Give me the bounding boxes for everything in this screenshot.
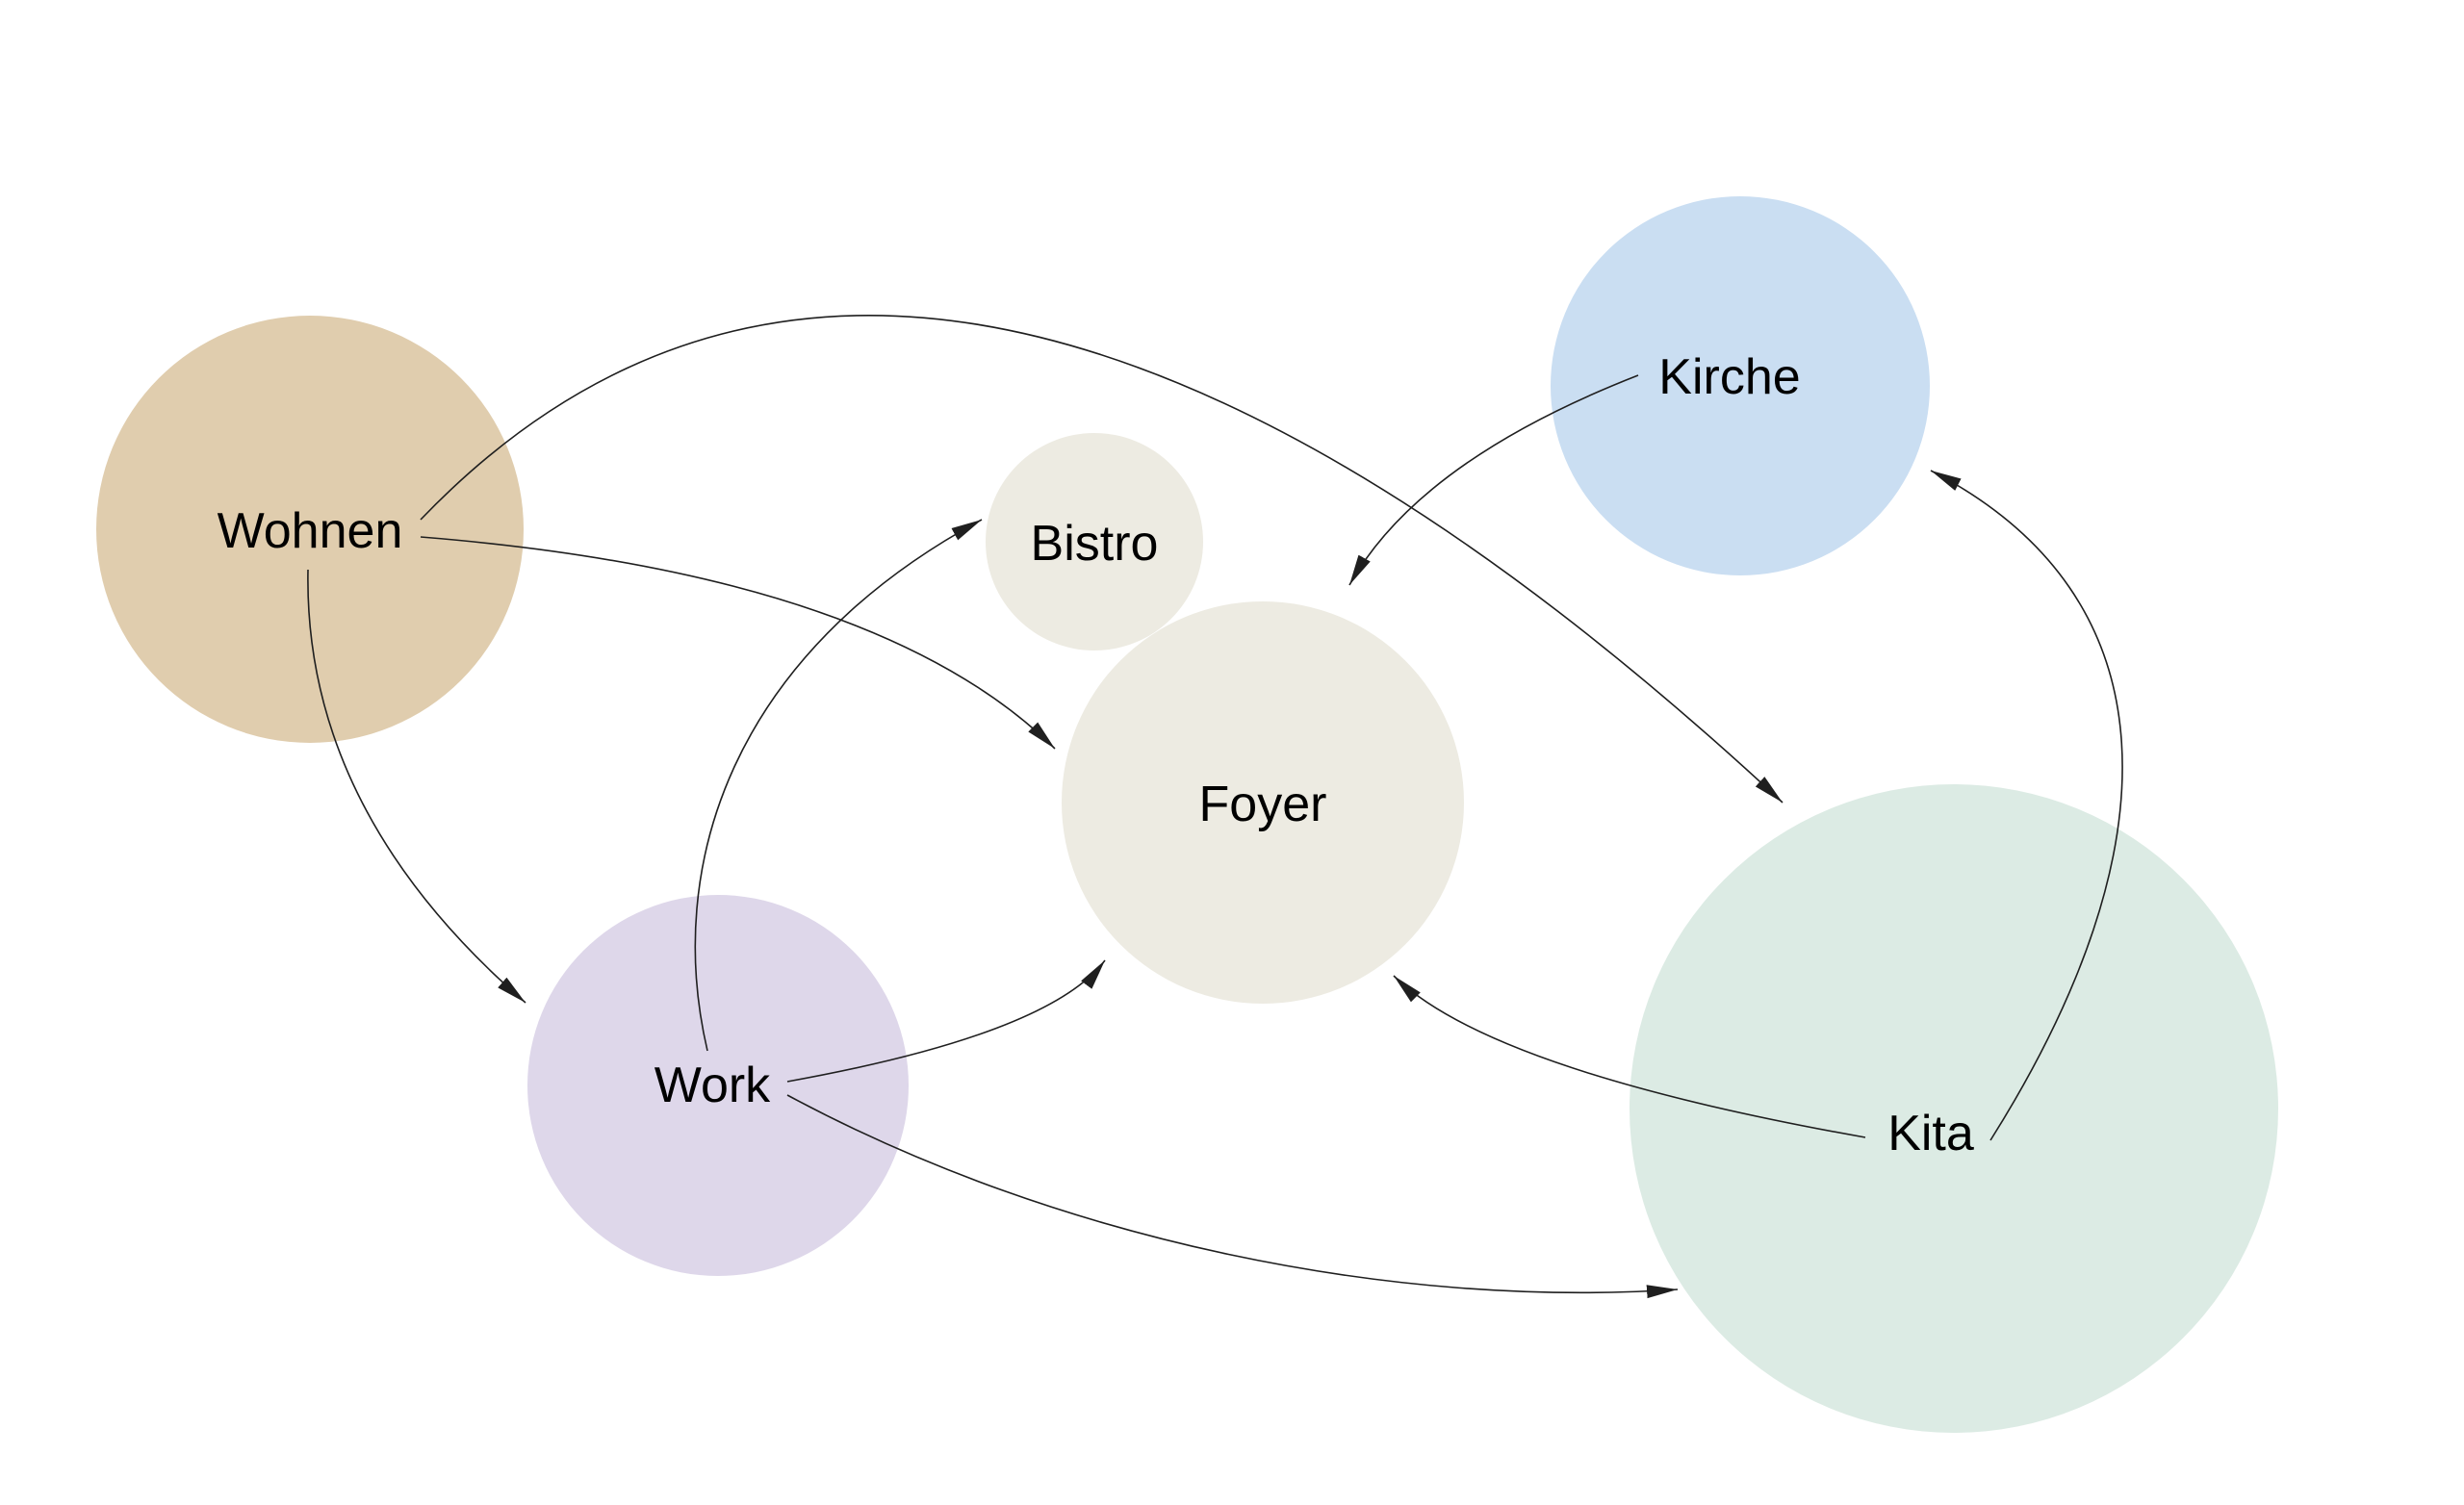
node-circles-layer [96, 196, 2278, 1433]
edge-kita-kirche [1930, 470, 2123, 1141]
edge-work-kita [786, 1094, 1679, 1299]
node-circle-bistro[interactable] [986, 433, 1203, 650]
node-label-kita: Kita [1887, 1106, 1974, 1161]
edge-wohnen-foyer [420, 536, 1056, 750]
node-circle-wohnen[interactable] [96, 316, 524, 743]
node-label-work: Work [654, 1058, 771, 1113]
edges-layer [307, 314, 2123, 1299]
edge-wohnen-work [307, 569, 526, 1004]
edge-kirche-foyer [1348, 374, 1639, 586]
node-label-kirche: Kirche [1658, 349, 1800, 405]
edge-kita-foyer [1393, 975, 1866, 1138]
node-circle-work[interactable] [527, 895, 909, 1276]
edge-work-foyer [786, 959, 1106, 1083]
node-circle-kita[interactable] [1630, 784, 2278, 1433]
edge-wohnen-kita [420, 314, 1784, 804]
node-label-foyer: Foyer [1199, 777, 1327, 832]
node-circle-kirche[interactable] [1551, 196, 1930, 575]
node-circle-foyer[interactable] [1062, 601, 1464, 1004]
node-label-wohnen: Wohnen [218, 503, 403, 559]
node-label-bistro: Bistro [1031, 516, 1159, 572]
edge-work-bistro [694, 519, 983, 1052]
